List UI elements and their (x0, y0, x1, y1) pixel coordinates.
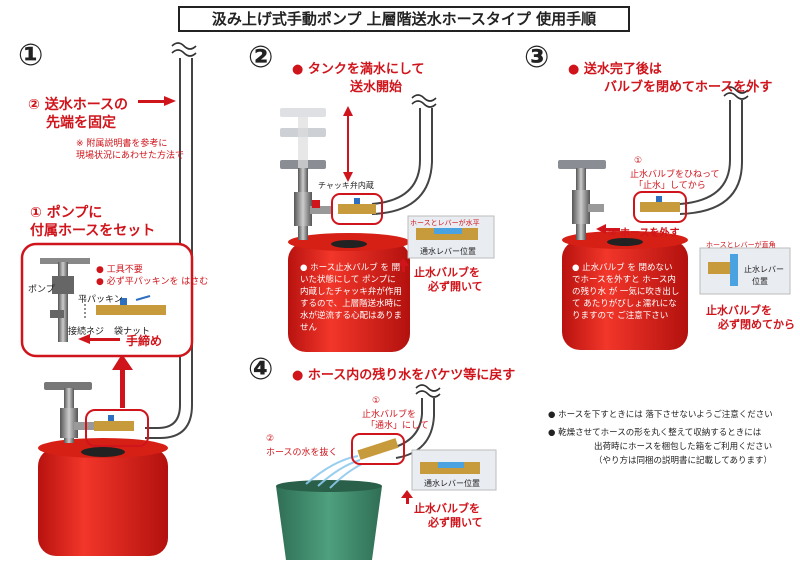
arrow-icon (112, 354, 133, 408)
step3-lever-pos1: 止水レバー (744, 265, 784, 274)
step1-detail-packing: ● 必ず平パッキンを はさむ (96, 277, 209, 287)
step4-valve (357, 438, 399, 460)
hose-break-icon (723, 86, 749, 100)
step3-tank (562, 231, 688, 350)
step3-heading2: バルブを閉めてホースを外す (604, 80, 773, 95)
step3-valve-turn3: 「止水」してから (634, 181, 706, 191)
step1-fix-hose-label: ② 送水ホースの (28, 97, 129, 113)
step3-valve-turn1: ① (634, 156, 643, 166)
step3-pump (558, 160, 606, 240)
step1-pump (44, 382, 94, 443)
step2-heading1: ● タンクを満水にして (292, 62, 425, 77)
step3-heading1: ● 送水完了後は (568, 62, 662, 77)
step4-bucket (276, 480, 382, 560)
step1-detail-no-tool: ● 工具不要 (96, 265, 143, 275)
step2-valve-label1: 止水バルブを (414, 266, 480, 279)
step3-valve-label2: 必ず閉めてから (718, 318, 795, 331)
step2-valve-label2: 必ず開いて (428, 280, 483, 293)
hose-break-icon (415, 384, 441, 398)
step1-label-screw: 接続ネジ (68, 327, 105, 337)
hose-break-icon (411, 94, 437, 108)
step2-valve-photo (407, 215, 495, 259)
note-4: （やり方は同梱の説明書に記載してあります） (594, 456, 772, 466)
arrow-icon (138, 96, 176, 106)
step2-lever-label: ホースとレバーが水平 (410, 219, 480, 227)
step3-valve-highlight (633, 191, 687, 223)
step4-valve-open2: 止水バルブを (362, 410, 417, 420)
step3-hose (679, 100, 743, 215)
hose-break-icon (171, 42, 197, 57)
step4-valve-highlight (351, 433, 405, 465)
step2-label-check: チャッキ弁内蔵 (318, 181, 374, 190)
step2-valve-highlight (331, 193, 383, 225)
arrow-icon (401, 490, 413, 504)
step4-drain1: ② (266, 434, 275, 444)
step1-fix-hose-label2: 先端を固定 (46, 115, 116, 131)
step4-water (305, 455, 363, 489)
step1-number-icon: ① (18, 38, 44, 73)
step1-label-tighten: 手締め (126, 334, 163, 348)
arrow-icon (343, 106, 353, 182)
step3-valve-photo (699, 247, 791, 295)
step2-lever-pos: 通水レバー位置 (420, 247, 476, 256)
arrow-icon (596, 224, 620, 234)
step1-fix-hose-note1: ※ 附属説明書を参考に (76, 139, 168, 149)
step2-number-icon: ② (248, 40, 274, 75)
step3-lever-label: ホースとレバーが直角 (706, 241, 776, 249)
note-3: 出荷時にホースを梱包した箱をご利用ください (594, 442, 773, 452)
step4-lever-pos: 通水レバー位置 (424, 479, 480, 488)
step1-set-hose-label: ① ポンプに (30, 205, 103, 221)
step3-lever-pos2: 位置 (752, 277, 768, 286)
arrow-icon (78, 334, 120, 344)
step1-label-pump: ポンプ (28, 285, 55, 295)
page-title: 汲み上げ式手動ポンプ 上層階送水ホースタイプ 使用手順 (178, 6, 630, 32)
step2-tank (288, 233, 410, 352)
step4-valve-label2: 必ず開いて (428, 516, 483, 529)
step4-heading: ● ホース内の残り水をバケツ等に戻す (292, 368, 516, 383)
step4-valve-label1: 止水バルブを (414, 502, 480, 515)
step4-number-icon: ④ (248, 352, 274, 387)
step3-number-icon: ③ (524, 40, 550, 75)
step3-valve-label1: 止水バルブを (706, 304, 772, 317)
step1-hose (145, 58, 193, 439)
step3-valve-turn2: 止水バルブをひねって (630, 170, 720, 180)
step1-label-nut: 袋ナット (114, 327, 151, 337)
step3-body: ● 止水バルブ を 閉めないでホースを外すと ホース内の残り水 が 一気に吹き出… (572, 263, 680, 321)
step3-valve (640, 196, 680, 212)
step4-valve-photo (411, 449, 497, 491)
step2-pump (280, 108, 332, 240)
step3-remove-hose: ② ホースを外す (608, 228, 680, 239)
step1-detail-drawing (40, 258, 166, 342)
step4-valve-open1: ① (372, 396, 381, 406)
note-1: ● ホースを下すときには 落下させないようご注意ください (548, 410, 773, 420)
note-2: ● 乾燥させてホースの形を丸く整えて収納するときには (548, 428, 762, 438)
step4-drain2: ホースの水を抜く (266, 448, 338, 458)
step2-valve (338, 198, 376, 214)
step1-tank (38, 438, 168, 556)
step1-valve-highlight (85, 409, 149, 447)
step1-label-packing: 平パッキン (78, 295, 123, 305)
step2-heading2: 送水開始 (350, 80, 403, 95)
step1-set-hose-label2: 付属ホースをセット (30, 223, 156, 239)
step4-valve-open3: 「通水」にして (366, 421, 429, 431)
step2-body: ● ホース止水バルブ を 開いた状態にして ポンプに内蔵したチャッキ弁が作用する… (300, 263, 403, 333)
step1-valve (94, 415, 134, 431)
step1-fix-hose-note2: 現場状況にあわせた方法で (76, 151, 185, 161)
arrow-icon (397, 258, 409, 272)
